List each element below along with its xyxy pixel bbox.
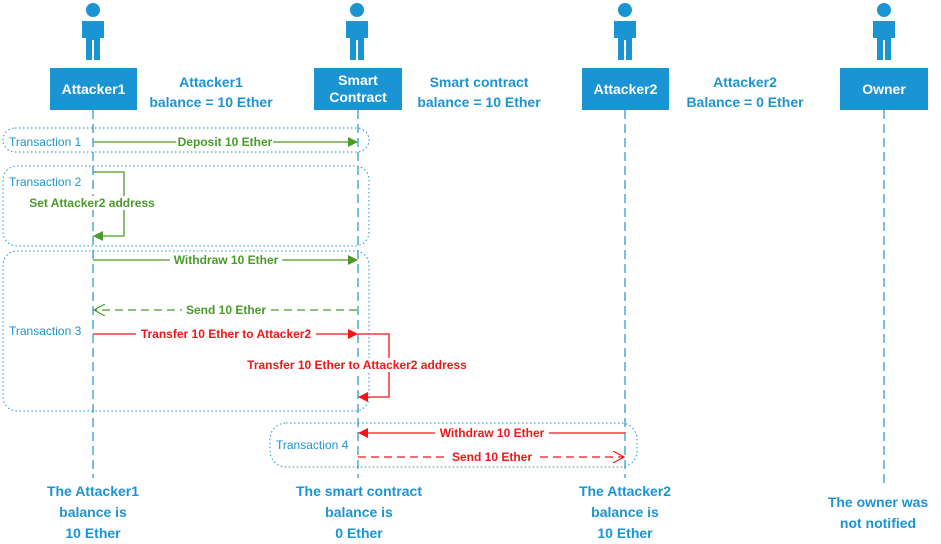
transaction3-frame [2, 250, 370, 412]
transfer-self-label: Transfer 10 Ether to Attacker2 address [247, 358, 467, 372]
smart-contract-label-line1: Smart [338, 72, 378, 88]
withdraw1-label: Withdraw 10 Ether [174, 253, 279, 267]
contract-info: Smart contract balance = 10 Ether [404, 72, 554, 112]
smart-contract-label-line2: Contract [329, 89, 387, 105]
attacker1-info-line1: Attacker1 [179, 74, 243, 90]
set-address-label: Set Attacker2 address [29, 196, 155, 210]
contract-info-line2: balance = 10 Ether [417, 94, 541, 110]
transfer-self-label-bg [246, 358, 470, 372]
attacker1-person-icon [82, 3, 104, 60]
attacker1-info-line2: balance = 10 Ether [149, 94, 273, 110]
contract-result-line1: The smart contract [295, 483, 423, 499]
transaction1-frame [2, 127, 370, 153]
send1-label: Send 10 Ether [186, 303, 266, 317]
transfer-label: Transfer 10 Ether to Attacker2 [141, 327, 312, 341]
owner-label: Owner [862, 80, 906, 97]
deposit-label-bg [176, 135, 273, 149]
attacker1-info: Attacker1 balance = 10 Ether [138, 72, 284, 112]
deposit-label: Deposit 10 Ether [178, 135, 273, 149]
withdraw2-label-bg [435, 426, 549, 440]
owner-person-icon [873, 3, 895, 60]
attacker2-result: The Attacker2 balance is 10 Ether [545, 481, 705, 544]
attacker1-box: Attacker1 [50, 68, 137, 110]
attacker2-result-line1: The Attacker2 [578, 483, 672, 499]
transfer-label-bg [136, 327, 316, 341]
withdraw2-label: Withdraw 10 Ether [440, 426, 545, 440]
attacker2-result-line2: balance is [591, 504, 659, 520]
attacker2-box: Attacker2 [582, 68, 669, 110]
contract-result-line2: balance is [325, 504, 393, 520]
attacker2-result-line3: 10 Ether [597, 525, 653, 541]
transaction2-label: Transaction 2 [9, 175, 82, 189]
withdraw1-label-bg [170, 253, 282, 267]
attacker1-result-line1: The Attacker1 [46, 483, 140, 499]
owner-result: The owner was not notified [816, 492, 940, 534]
contract-result: The smart contract balance is 0 Ether [273, 481, 445, 544]
attacker1-result-line2: balance is [59, 504, 127, 520]
attacker2-info: Attacker2 Balance = 0 Ether [672, 72, 818, 112]
send2-label-bg [448, 450, 536, 464]
transaction1-label: Transaction 1 [9, 135, 82, 149]
set-address-label-bg [26, 196, 158, 210]
owner-result-line2: not notified [839, 515, 917, 531]
attacker2-label: Attacker2 [593, 80, 658, 97]
attacker1-result: The Attacker1 balance is 10 Ether [13, 481, 173, 544]
transaction4-label: Transaction 4 [276, 438, 349, 452]
attacker2-info-line2: Balance = 0 Ether [686, 94, 804, 110]
contract-info-line1: Smart contract [429, 74, 529, 90]
contract-person-icon [346, 3, 368, 60]
attacker1-label: Attacker1 [61, 80, 126, 97]
transaction3-label: Transaction 3 [9, 324, 82, 338]
attacker2-info-line1: Attacker2 [713, 74, 777, 90]
owner-result-line1: The owner was [827, 494, 929, 510]
attacker1-result-line3: 10 Ether [65, 525, 121, 541]
transaction4-frame [269, 422, 638, 468]
send1-label-bg [182, 303, 270, 317]
transaction2-frame [2, 165, 370, 247]
contract-result-line3: 0 Ether [335, 525, 383, 541]
send2-label: Send 10 Ether [452, 450, 532, 464]
attacker2-person-icon [614, 3, 636, 60]
owner-box: Owner [840, 68, 928, 110]
